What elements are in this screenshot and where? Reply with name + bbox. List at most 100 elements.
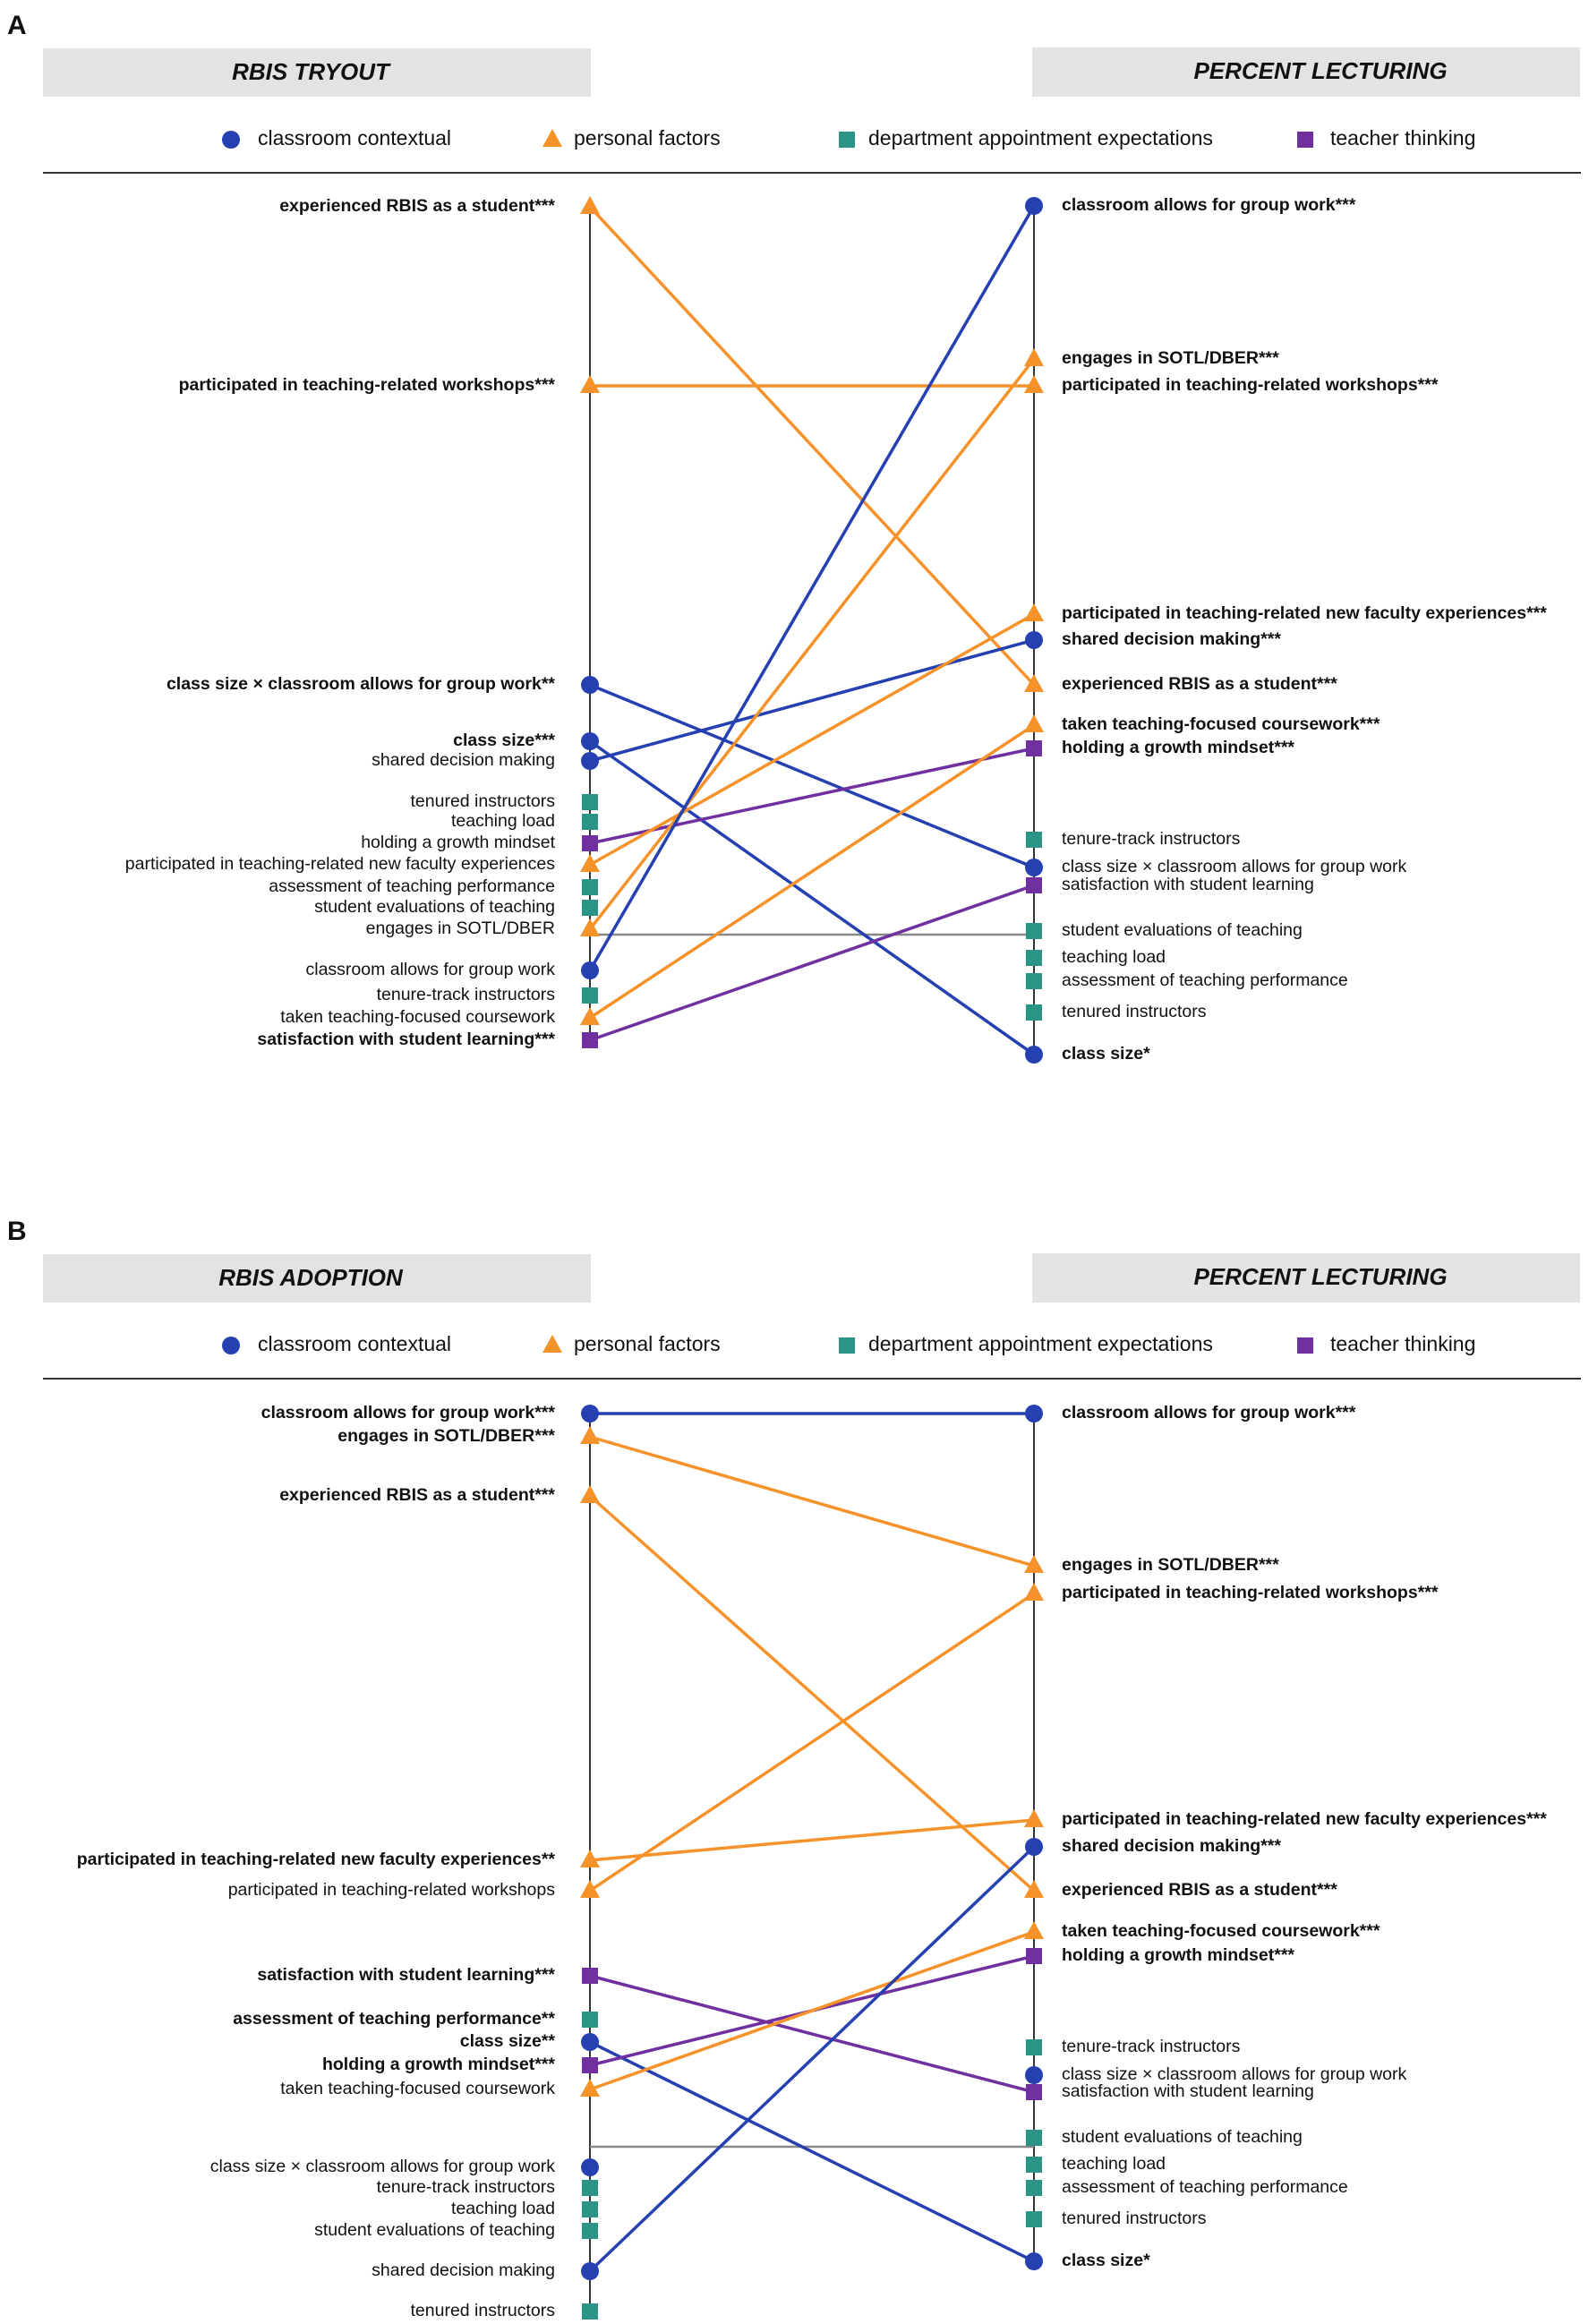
left-label-class-size-classroom-allows-for-group-work: class size × classroom allows for group …	[210, 2157, 556, 2176]
connector-shared-decision-making	[588, 1845, 1036, 2273]
right-label-student-evaluations-of-teaching: student evaluations of teaching	[1062, 920, 1303, 940]
right-label-tenured-instructors: tenured instructors	[1062, 2209, 1207, 2228]
connector-participated-in-teaching-related-workshops	[589, 1592, 1035, 1893]
left-label-satisfaction-with-student-learning: satisfaction with student learning***	[257, 1965, 555, 1985]
right-label-class-size: class size*	[1062, 2251, 1150, 2270]
left-label-tenured-instructors: tenured instructors	[411, 2301, 556, 2320]
right-marker-thinking-square-icon	[1026, 877, 1042, 893]
left-marker-department-square-icon	[582, 987, 598, 1004]
right-marker-department-square-icon	[1026, 923, 1042, 939]
left-label-holding-a-growth-mindset: holding a growth mindset	[361, 833, 555, 852]
left-marker-personal-triangle-icon	[580, 854, 600, 872]
left-label-tenure-track-instructors: tenure-track instructors	[377, 2177, 556, 2197]
right-label-class-size-classroom-allows-for-group-work: class size × classroom allows for group …	[1062, 2064, 1407, 2084]
connector-class-size-classroom-allows-for-group-work	[589, 683, 1035, 869]
right-label-assessment-of-teaching-performance: assessment of teaching performance	[1062, 970, 1348, 990]
left-label-class-size: class size***	[453, 731, 555, 750]
right-marker-department-square-icon	[1026, 2157, 1042, 2173]
legend-label-personal: personal factors	[574, 126, 721, 150]
legend-label-department: department appointment expectations	[868, 1332, 1213, 1355]
right-marker-department-square-icon	[1026, 2211, 1042, 2227]
legend-department-square-icon	[839, 1337, 855, 1354]
left-marker-department-square-icon	[582, 814, 598, 830]
left-label-shared-decision-making: shared decision making	[372, 2260, 555, 2280]
left-label-classroom-allows-for-group-work: classroom allows for group work***	[261, 1403, 556, 1423]
right-label-taken-teaching-focused-coursework: taken teaching-focused coursework***	[1062, 1921, 1380, 1941]
left-marker-thinking-square-icon	[582, 2057, 598, 2073]
left-marker-personal-triangle-icon	[580, 196, 600, 214]
right-marker-thinking-square-icon	[1026, 1948, 1042, 1964]
left-marker-personal-triangle-icon	[580, 375, 600, 393]
right-marker-personal-triangle-icon	[1024, 375, 1044, 393]
right-label-satisfaction-with-student-learning: satisfaction with student learning	[1062, 2081, 1314, 2101]
left-title-bar	[43, 48, 591, 97]
left-marker-department-square-icon	[582, 879, 598, 895]
right-marker-personal-triangle-icon	[1024, 714, 1044, 732]
left-label-holding-a-growth-mindset: holding a growth mindset***	[322, 2055, 555, 2074]
right-marker-classroom-circle-icon	[1025, 197, 1043, 215]
right-marker-department-square-icon	[1026, 973, 1042, 989]
right-label-experienced-rbis-as-a-student: experienced RBIS as a student***	[1062, 674, 1337, 694]
right-marker-classroom-circle-icon	[1025, 2252, 1043, 2270]
left-label-experienced-rbis-as-a-student: experienced RBIS as a student***	[279, 196, 555, 216]
panel-letter: A	[7, 11, 27, 40]
connectors	[588, 205, 1036, 1056]
right-marker-classroom-circle-icon	[1025, 1405, 1043, 1423]
right-label-taken-teaching-focused-coursework: taken teaching-focused coursework***	[1062, 714, 1380, 734]
connector-class-size	[589, 2040, 1035, 2263]
connector-classroom-allows-for-group-work	[588, 205, 1036, 971]
right-marker-department-square-icon	[1026, 2039, 1042, 2055]
left-marker-department-square-icon	[582, 2012, 598, 2028]
connector-experienced-rbis-as-a-student	[588, 1494, 1036, 1893]
left-marker-department-square-icon	[582, 2180, 598, 2196]
left-title: RBIS ADOPTION	[218, 1264, 404, 1291]
left-marker-department-square-icon	[582, 2201, 598, 2217]
connectors	[588, 1412, 1036, 2273]
connector-satisfaction-with-student-learning	[589, 884, 1035, 1042]
right-label-holding-a-growth-mindset: holding a growth mindset***	[1062, 1945, 1294, 1965]
right-label-holding-a-growth-mindset: holding a growth mindset***	[1062, 738, 1294, 757]
legend-personal-triangle-icon	[542, 129, 562, 147]
left-title: RBIS TRYOUT	[232, 58, 391, 85]
left-marker-classroom-circle-icon	[581, 676, 599, 694]
right-marker-personal-triangle-icon	[1024, 348, 1044, 366]
left-label-experienced-rbis-as-a-student: experienced RBIS as a student***	[279, 1485, 555, 1505]
left-marker-classroom-circle-icon	[581, 1405, 599, 1423]
connector-holding-a-growth-mindset	[589, 747, 1035, 845]
legend-thinking-square-icon	[1297, 1337, 1313, 1354]
legend-label-department: department appointment expectations	[868, 126, 1213, 150]
left-marker-classroom-circle-icon	[581, 2158, 599, 2176]
right-title-bar	[1032, 1253, 1580, 1303]
connector-participated-in-teaching-related-new-faculty-experiences	[589, 1818, 1035, 1862]
right-title-bar	[1032, 47, 1580, 97]
connector-engages-in-sotl-dber	[589, 1435, 1035, 1568]
left-marker-classroom-circle-icon	[581, 752, 599, 770]
left-marker-personal-triangle-icon	[580, 1880, 600, 1898]
right-label-class-size-classroom-allows-for-group-work: class size × classroom allows for group …	[1062, 857, 1407, 876]
connector-participated-in-teaching-related-new-faculty-experiences	[589, 612, 1035, 867]
right-label-participated-in-teaching-related-workshops: participated in teaching-related worksho…	[1062, 1583, 1439, 1602]
right-label-classroom-allows-for-group-work: classroom allows for group work***	[1062, 195, 1356, 215]
right-label-experienced-rbis-as-a-student: experienced RBIS as a student***	[1062, 1880, 1337, 1900]
panel-a: A RBIS TRYOUT PERCENT LECTURING classroom c…	[7, 11, 1581, 1064]
right-marker-department-square-icon	[1026, 1004, 1042, 1021]
legend-label-thinking: teacher thinking	[1330, 1332, 1475, 1355]
left-label-satisfaction-with-student-learning: satisfaction with student learning***	[257, 1030, 555, 1049]
right-label-shared-decision-making: shared decision making***	[1062, 1836, 1281, 1856]
legend-label-classroom: classroom contextual	[258, 1332, 451, 1355]
right-marker-classroom-circle-icon	[1025, 2066, 1043, 2084]
right-marker-personal-triangle-icon	[1024, 1880, 1044, 1898]
right-marker-personal-triangle-icon	[1024, 1921, 1044, 1939]
left-marker-department-square-icon	[582, 900, 598, 916]
right-marker-classroom-circle-icon	[1025, 631, 1043, 649]
right-label-classroom-allows-for-group-work: classroom allows for group work***	[1062, 1403, 1356, 1423]
right-label-tenure-track-instructors: tenure-track instructors	[1062, 2037, 1241, 2056]
right-label-class-size: class size*	[1062, 1044, 1150, 1064]
left-label-participated-in-teaching-related-new-faculty-experiences: participated in teaching-related new fac…	[125, 854, 555, 874]
right-title: PERCENT LECTURING	[1193, 57, 1447, 84]
right-label-student-evaluations-of-teaching: student evaluations of teaching	[1062, 2127, 1303, 2147]
legend-classroom-circle-icon	[222, 131, 240, 149]
